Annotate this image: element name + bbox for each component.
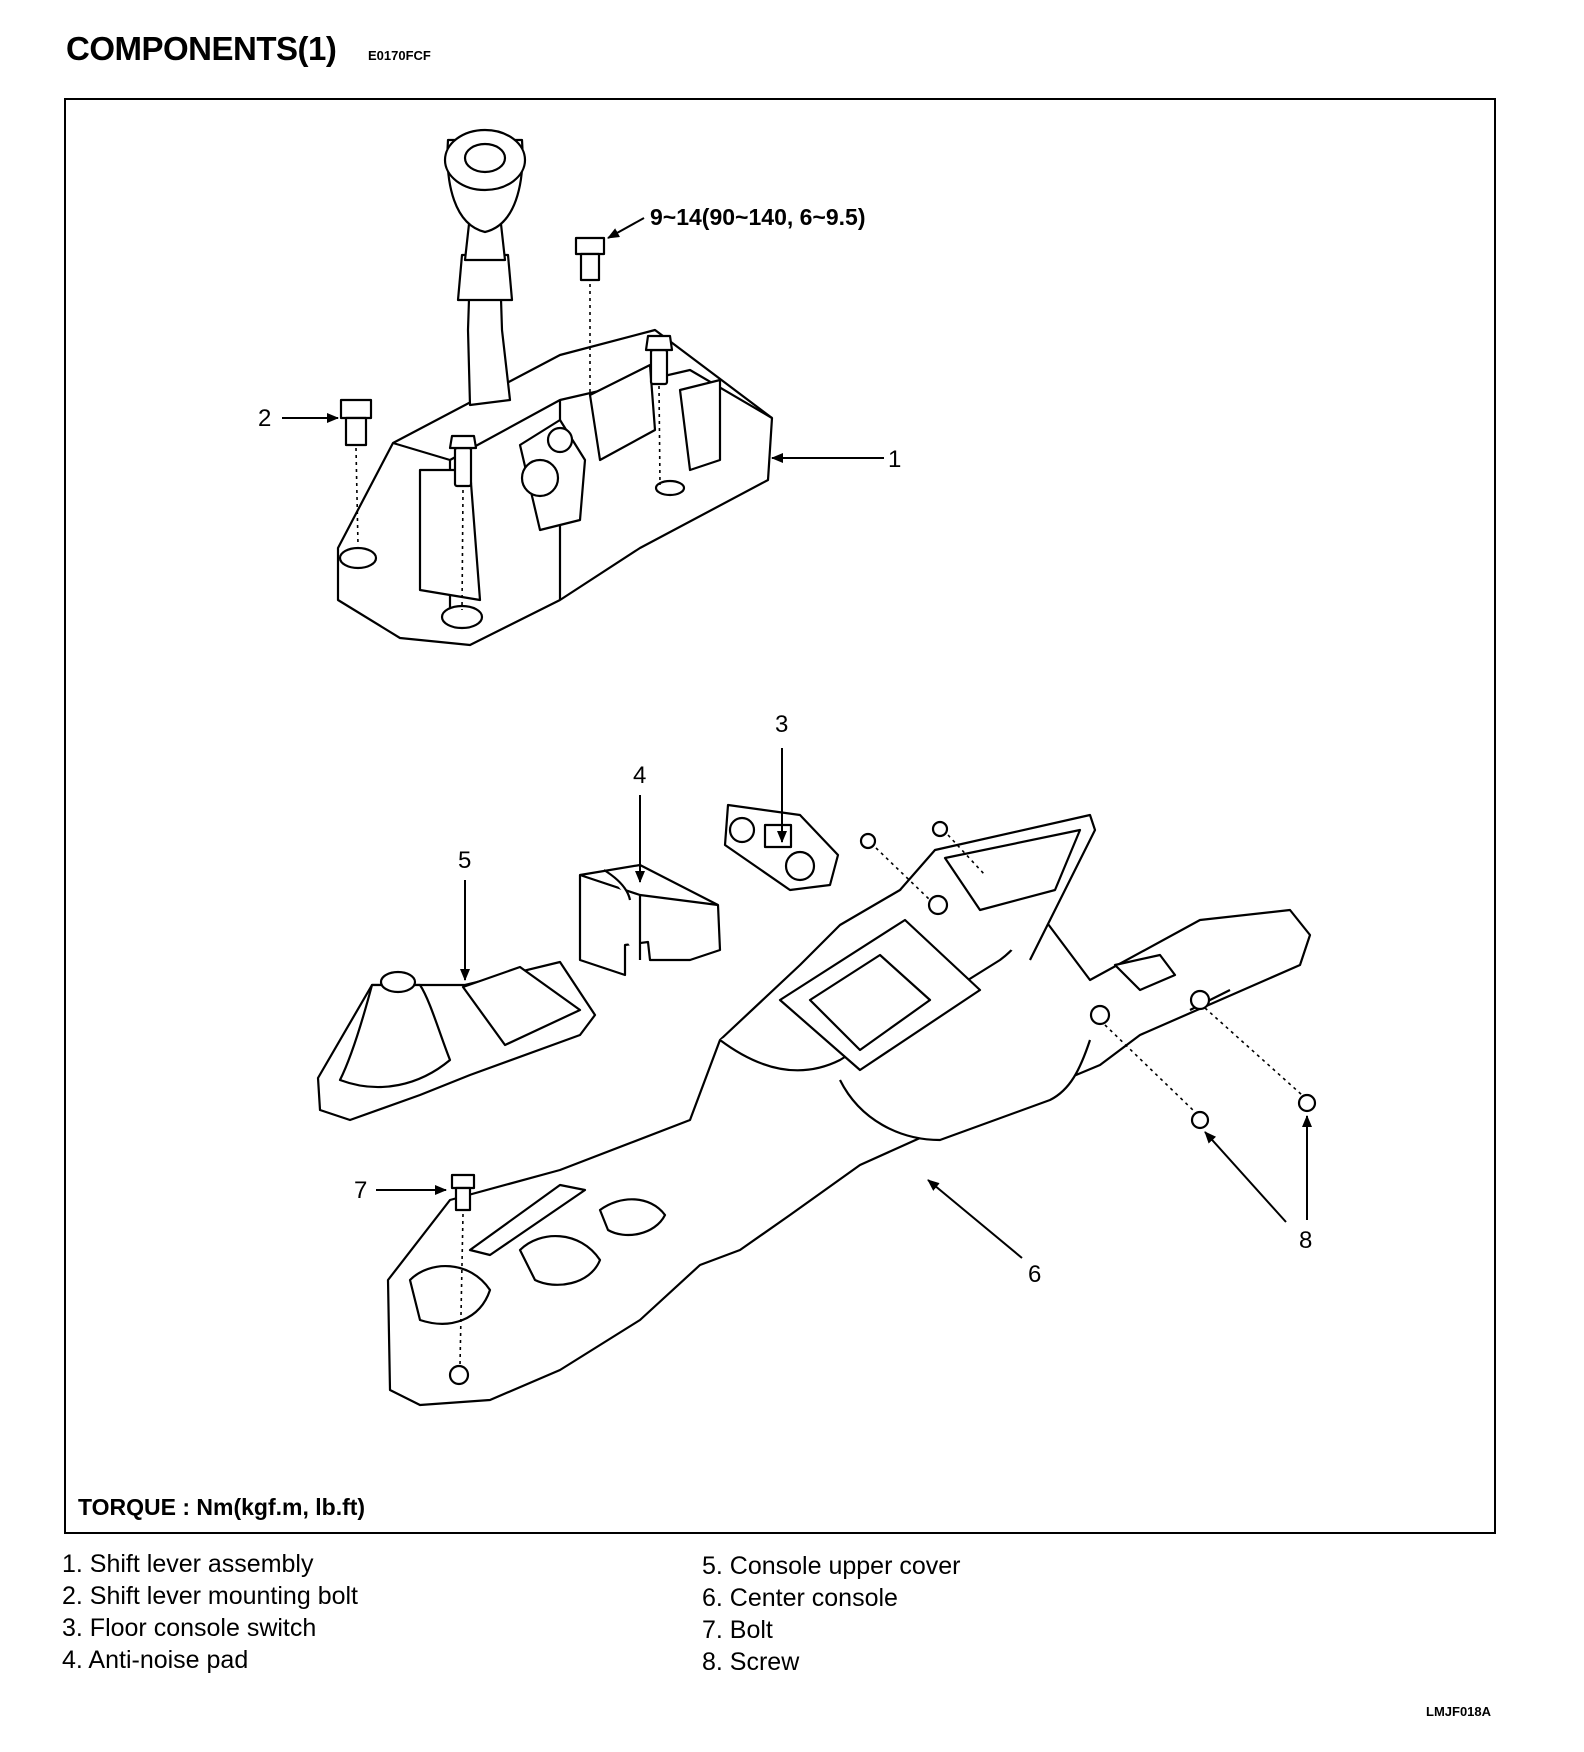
legend-item: 7. Bolt [702, 1616, 773, 1644]
legend-item: 2. Shift lever mounting bolt [62, 1582, 358, 1610]
screw [859, 820, 1317, 1130]
section-code: E0170FCF [368, 48, 431, 63]
alignment-lines [355, 284, 1303, 1366]
callout-6: 6 [1028, 1261, 1041, 1288]
callout-5: 5 [458, 847, 471, 874]
torque-bolt [574, 236, 606, 282]
legend-item: 8. Screw [702, 1648, 800, 1676]
leader-arrows [282, 217, 1312, 1259]
legend-item: 1. Shift lever assembly [62, 1550, 314, 1578]
anti-noise-pad [578, 863, 722, 977]
legend-left: 1. Shift lever assembly 2. Shift lever m… [62, 1548, 358, 1676]
shift-lever-mounting-bolt [339, 398, 373, 447]
torque-spec-label: 9~14(90~140, 6~9.5) [650, 204, 866, 230]
page-title: COMPONENTS(1) [66, 30, 337, 67]
callout-4: 4 [633, 762, 646, 789]
legend-item: 4. Anti-noise pad [62, 1646, 249, 1674]
shift-lever-assembly [336, 128, 774, 647]
figure-reference: LMJF018A [1426, 1704, 1492, 1719]
callout-8: 8 [1299, 1227, 1312, 1254]
callout-2: 2 [258, 405, 271, 432]
torque-unit-note: TORQUE : Nm(kgf.m, lb.ft) [78, 1494, 366, 1520]
bolt [450, 1173, 476, 1212]
legend-item: 6. Center console [702, 1584, 898, 1612]
legend-right: 5. Console upper cover 6. Center console… [702, 1550, 960, 1678]
diagram-frame [64, 98, 1496, 1534]
callout-1: 1 [888, 446, 901, 473]
callout-7: 7 [354, 1177, 367, 1204]
center-console [386, 813, 1312, 1407]
callout-3: 3 [775, 711, 788, 738]
legend-item: 5. Console upper cover [702, 1552, 961, 1580]
legend-item: 3. Floor console switch [62, 1614, 317, 1642]
console-upper-cover [316, 960, 597, 1122]
